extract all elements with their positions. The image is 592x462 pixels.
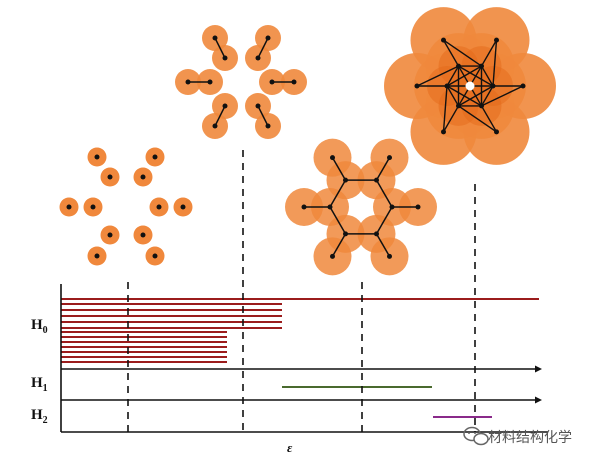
edge <box>331 157 347 181</box>
edge <box>492 40 498 87</box>
vertex-point <box>374 177 379 183</box>
point-cloud-stage-2 <box>175 25 307 139</box>
vertex-point <box>387 155 392 161</box>
edge <box>480 105 498 133</box>
vertex-point <box>301 204 307 210</box>
watermark-text: 材料结构化学 <box>488 430 572 446</box>
vertex-point <box>389 204 395 210</box>
vertex-point <box>222 55 228 61</box>
edge <box>375 157 391 181</box>
vertex-point <box>343 177 348 183</box>
vertex-point <box>94 253 100 259</box>
vertex-point <box>66 204 72 210</box>
edge <box>329 179 347 208</box>
edge <box>446 65 482 87</box>
vertex-point <box>374 231 379 237</box>
center-hole <box>465 81 475 91</box>
barcode-axes <box>60 284 548 433</box>
vertex-point <box>494 37 499 43</box>
vertex-point <box>90 204 96 210</box>
edge <box>443 39 482 67</box>
h2-label: H2 <box>31 407 48 426</box>
vertex-point <box>441 129 446 135</box>
h0-label: H0 <box>31 317 48 336</box>
vertex-point <box>490 83 496 89</box>
edge <box>214 105 226 127</box>
edge <box>442 85 448 132</box>
vertex-point <box>343 231 348 237</box>
point-cloud-stage-1 <box>59 147 193 266</box>
arrow-head <box>535 396 542 404</box>
edge <box>375 206 393 235</box>
vertex-point <box>156 204 162 210</box>
vertex-point <box>94 154 100 160</box>
vertex-point <box>330 155 335 161</box>
wechat-icon <box>463 426 489 446</box>
vertex-point <box>414 83 420 89</box>
x-axis-label: ε <box>287 440 293 455</box>
vertex-point <box>265 35 271 41</box>
edge <box>480 39 498 67</box>
vertex-point <box>107 232 113 238</box>
vertex-point <box>479 63 484 69</box>
edge <box>480 85 494 107</box>
edge <box>375 233 391 257</box>
h0-bars <box>61 298 539 363</box>
point-cloud-stage-4 <box>384 7 556 165</box>
vertex-point <box>415 204 421 210</box>
vertex-point <box>291 79 297 85</box>
h1-label: H1 <box>31 375 48 394</box>
vertex-point <box>387 253 392 259</box>
edge <box>416 65 459 87</box>
vertex-point <box>140 232 146 238</box>
edge <box>442 105 460 133</box>
edge <box>442 39 460 67</box>
edge <box>329 206 347 235</box>
vertex-point <box>207 79 213 85</box>
edge <box>480 65 494 87</box>
vertex-point <box>140 174 146 180</box>
vertex-point <box>222 103 228 109</box>
vertex-point <box>479 103 484 109</box>
vertex-point <box>255 55 261 61</box>
edge <box>446 85 460 107</box>
edge <box>331 233 347 257</box>
edge <box>458 105 497 133</box>
vertex-point <box>265 123 271 129</box>
vertex-point <box>456 103 461 109</box>
vertex-point <box>456 63 461 69</box>
vertex-point <box>180 204 186 210</box>
vertex-point <box>444 83 450 89</box>
vertex-point <box>212 123 218 129</box>
vertex-point <box>327 204 333 210</box>
vertex-point <box>269 79 275 85</box>
vertex-point <box>185 79 191 85</box>
arrow-head <box>535 365 542 373</box>
watermark: 材料结构化学 <box>463 426 572 446</box>
persistence-barcode <box>60 150 548 433</box>
edge <box>375 179 393 208</box>
edge <box>446 65 460 87</box>
vertex-point <box>255 103 261 109</box>
edge <box>257 37 269 59</box>
vertex-point <box>152 154 158 160</box>
vertex-point <box>494 129 499 135</box>
filtration-dash-lines <box>127 150 476 432</box>
point-cloud-stage-3 <box>285 138 437 276</box>
vertex-point <box>212 35 218 41</box>
vertex-point <box>107 174 113 180</box>
edge <box>481 85 524 107</box>
vertex-point <box>520 83 526 89</box>
edge <box>214 37 226 59</box>
edge <box>257 105 269 127</box>
vertex-point <box>152 253 158 259</box>
vertex-point <box>330 253 335 259</box>
vertex-point <box>441 37 446 43</box>
